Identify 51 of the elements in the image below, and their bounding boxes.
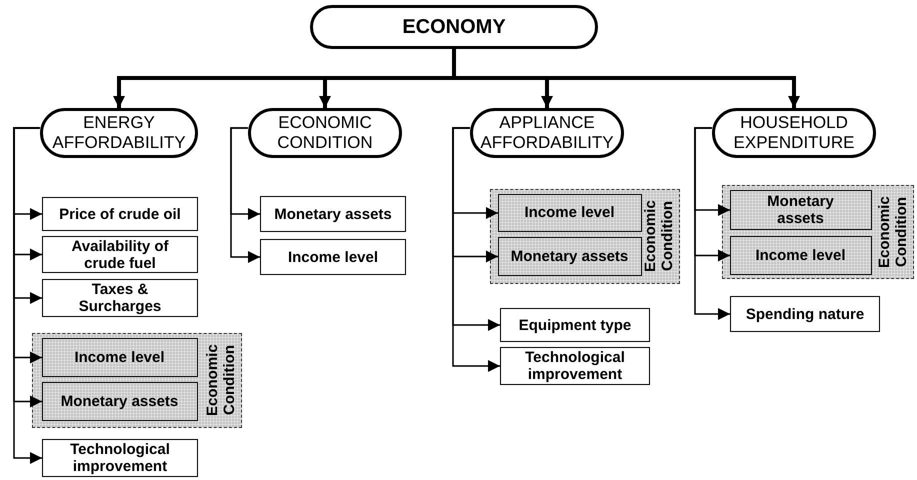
connector-arrow [13, 127, 42, 464]
factor-box [42, 279, 198, 317]
factor-box [500, 308, 650, 342]
node-label: ENERGY AFFORDABILITY [51, 113, 187, 153]
factor-box [260, 196, 406, 232]
category-node [40, 108, 198, 158]
group-label: Economic Condition [641, 200, 677, 274]
node-label: ECONOMY [402, 17, 506, 37]
factor-box [730, 190, 872, 230]
group-label: Economic Condition [875, 195, 911, 270]
factor-box [260, 239, 406, 275]
factor-box [498, 236, 642, 276]
node-label: Monetary assets [60, 392, 178, 410]
factor-box [42, 236, 198, 273]
node-label: Monetary assets [510, 248, 628, 264]
node-label: Monetary assets [274, 206, 392, 222]
node-label: Price of crude oil [59, 206, 181, 222]
node-label: ECONOMIC CONDITION [276, 113, 374, 153]
group-label: Economic Condition [203, 344, 239, 418]
node-label: Availability of crude fuel [70, 238, 170, 272]
factor-box [498, 194, 642, 232]
factor-box [42, 338, 198, 376]
node-label: Income level [755, 246, 846, 264]
connector-arrow [452, 49, 800, 108]
node-label: Income level [74, 348, 165, 366]
factor-box [42, 197, 198, 231]
node-label: Taxes & Surcharges [78, 281, 162, 315]
node-label: Income level [524, 204, 615, 221]
factor-box [42, 439, 198, 477]
connector-arrow [230, 127, 260, 263]
connector-arrow [694, 127, 730, 320]
node-label: Equipment type [518, 316, 632, 334]
category-node [248, 108, 402, 158]
factor-box [730, 236, 872, 274]
root-node [310, 5, 598, 49]
group-box [722, 185, 914, 279]
category-node [712, 108, 876, 158]
factor-box [42, 382, 198, 420]
node-label: APPLIANCE AFFORDABILITY [479, 113, 615, 153]
node-label: HOUSEHOLD EXPENDITURE [732, 113, 856, 153]
node-label: Technological improvement [524, 349, 626, 383]
node-label: Technological improvement [69, 441, 171, 475]
factor-box [730, 296, 880, 332]
node-label: Spending nature [746, 306, 864, 322]
node-label: Monetary assets [766, 192, 835, 226]
connector-arrow [452, 127, 500, 372]
group-box [32, 333, 242, 428]
factor-box [500, 347, 650, 385]
category-node [470, 108, 624, 158]
group-box [490, 189, 680, 284]
node-label: Income level [288, 248, 378, 266]
